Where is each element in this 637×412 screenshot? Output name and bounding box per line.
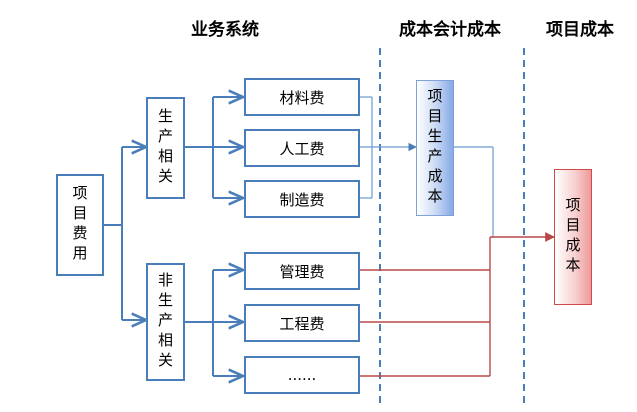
node-labor-cost: 人工费: [244, 129, 360, 167]
node-project-production-cost-label: 项目生产成本: [425, 88, 444, 208]
node-project-expense: 项目费用: [56, 174, 104, 276]
node-more: ......: [244, 356, 360, 394]
node-project-production-cost: 项目生产成本: [416, 80, 454, 216]
connector-production-to-costs: [185, 97, 243, 198]
node-project-expense-label: 项目费用: [70, 185, 89, 265]
node-project-cost-label: 项目成本: [563, 197, 582, 277]
node-non-production-related-label: 非生产相关: [156, 272, 174, 372]
node-manufacturing-cost: 制造费: [244, 180, 360, 218]
node-management-cost: 管理费: [244, 252, 360, 290]
node-material-cost: 材料费: [244, 78, 360, 116]
connector-production-cost-to-project-cost: [454, 146, 494, 237]
node-production-related-label: 生产相关: [156, 108, 174, 188]
connector-nonproduction-to-project-cost: [360, 232, 555, 377]
connector-nonproduction-to-costs: [185, 270, 243, 376]
header-business-system: 业务系统: [191, 20, 259, 40]
connector-root-to-groups: [104, 147, 146, 320]
connector-costs-to-production-cost: [360, 96, 417, 199]
header-project-cost: 项目成本: [546, 20, 614, 40]
header-cost-accounting: 成本会计成本: [399, 20, 501, 40]
node-engineering-cost: 工程费: [244, 304, 360, 342]
node-project-cost: 项目成本: [554, 169, 592, 305]
node-production-related: 生产相关: [146, 97, 185, 199]
node-non-production-related: 非生产相关: [146, 263, 185, 381]
